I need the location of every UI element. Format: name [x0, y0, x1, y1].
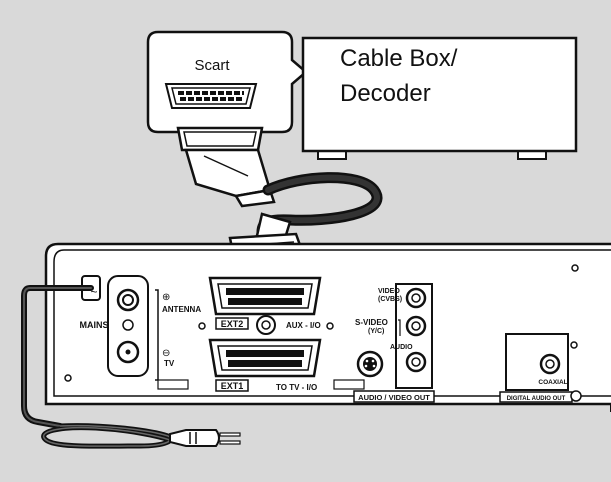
video-cvbs-label: (CVBS): [378, 296, 402, 303]
svg-text:⊕: ⊕: [162, 292, 170, 303]
ext2-scart-socket: EXT2 AUX - I/O: [198, 276, 334, 335]
ext1-scart-socket: EXT1 TO TV - I/O: [208, 338, 322, 392]
digital-audio-out-label: DIGITAL AUDIO OUT: [507, 396, 566, 402]
svideo-yc-label: (Y/C): [368, 328, 384, 335]
ext1-label: EXT1: [221, 381, 244, 391]
to-tv-io-label: TO TV - I/O: [276, 383, 317, 392]
svg-text:~: ~: [90, 285, 97, 299]
antenna-block: ⊕ ANTENNA ⊖ TV: [107, 275, 201, 390]
antenna-label: ANTENNA: [162, 305, 201, 314]
scart-callout: Scart: [146, 30, 308, 134]
svideo-label: S-VIDEO: [355, 318, 388, 327]
tv-label: TV: [164, 359, 175, 368]
coaxial-label: COAXIAL: [538, 379, 567, 386]
ext2-label: EXT2: [221, 319, 244, 329]
scart-plug-upper-icon: [176, 126, 276, 208]
euro-plug-icon: [169, 429, 241, 447]
cable-box-decoder: Cable Box/ Decoder: [301, 36, 578, 160]
cable-box-label-line1: Cable Box/: [340, 45, 458, 72]
scart-socket-icon: [164, 83, 258, 109]
video-label: VIDEO: [378, 288, 400, 295]
scart-label: Scart: [194, 57, 230, 74]
audio-label: AUDIO: [390, 344, 413, 351]
aux-io-label: AUX - I/O: [286, 321, 321, 330]
svg-text:⊖: ⊖: [162, 348, 170, 359]
mains-label: MAINS: [80, 320, 109, 330]
audio-video-out-label: AUDIO / VIDEO OUT: [358, 393, 430, 402]
rear-panel: ~ MAINS ⊕ ANTENNA ⊖ TV EXT2: [44, 242, 611, 412]
digital-audio-out-group: COAXIAL DIGITAL AUDIO OUT: [499, 333, 582, 403]
audio-video-out-group: VIDEO (CVBS) S-VIDEO (Y/C) AUDIO AUDIO /…: [333, 283, 435, 403]
power-cord: [21, 285, 241, 449]
cable-box-label-line2: Decoder: [340, 80, 431, 107]
